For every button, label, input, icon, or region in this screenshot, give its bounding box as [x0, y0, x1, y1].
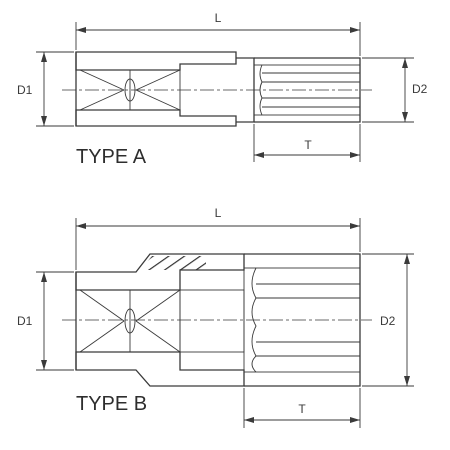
- type-b-d1-label: D1: [17, 314, 33, 328]
- type-b-title: TYPE B: [76, 393, 147, 415]
- type-a-title: TYPE A: [76, 146, 147, 168]
- type-a-t-label: T: [304, 138, 312, 152]
- type-b-d2-label: D2: [380, 314, 396, 328]
- type-a-d1-label: D1: [17, 83, 33, 97]
- type-b-drawing: L D1 D2 T TYPE B: [17, 206, 414, 428]
- type-b-t-label: T: [298, 402, 306, 416]
- type-a-length-dimension: [75, 22, 361, 56]
- type-b-drive-end: [243, 253, 361, 387]
- type-a-d1-dimension: [36, 51, 74, 127]
- type-a-length-label: L: [215, 11, 222, 25]
- type-b-length-label: L: [215, 206, 222, 220]
- type-a-left-body: [75, 51, 255, 127]
- type-b-d1-dimension: [36, 271, 74, 371]
- type-b-d2-dimension: [362, 253, 414, 387]
- type-a-drive-end: [253, 57, 361, 123]
- type-a-t-dimension: [253, 124, 361, 162]
- type-a-drawing: L D1 D2 T TYPE A: [17, 11, 428, 168]
- type-a-d2-label: D2: [412, 82, 428, 96]
- type-b-length-dimension: [75, 218, 361, 270]
- type-b-t-dimension: [243, 388, 361, 428]
- type-a-d2-dimension: [362, 57, 414, 123]
